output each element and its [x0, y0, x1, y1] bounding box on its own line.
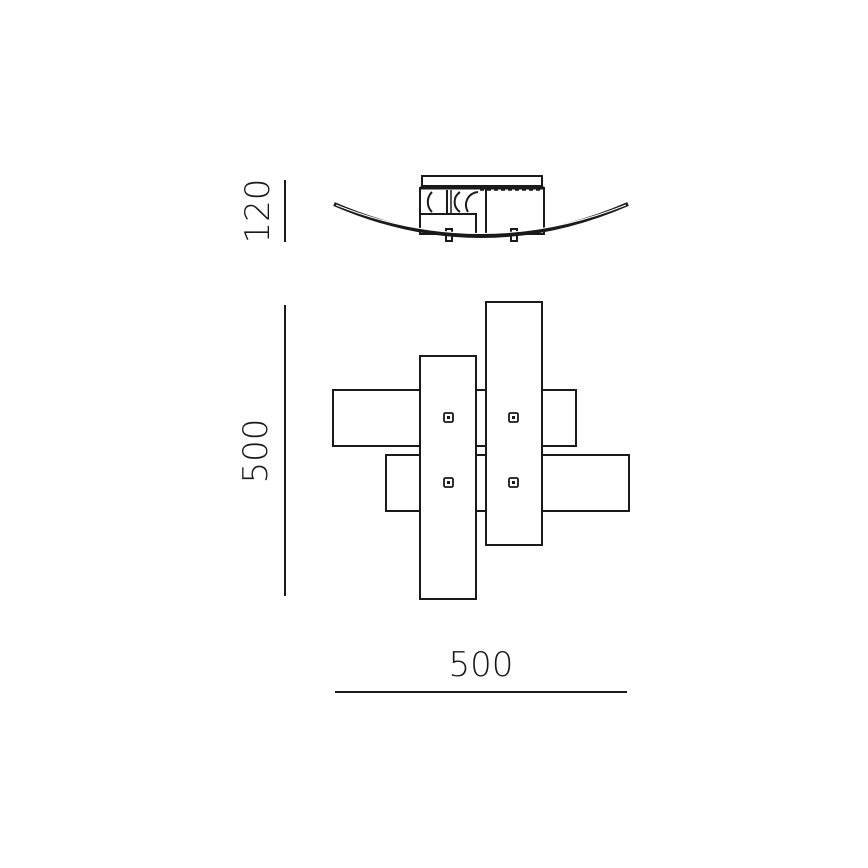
curved-glass — [333, 202, 629, 238]
vertical-panel-left — [419, 355, 477, 600]
fixing-point — [443, 412, 454, 423]
top-width-dimension-label: 500 — [449, 645, 514, 685]
fixing-point — [508, 412, 519, 423]
fixing-point — [508, 477, 519, 488]
top-view: 500 500 — [236, 301, 630, 693]
side-height-dimension-label: 120 — [238, 179, 278, 244]
side-view: 120 — [238, 175, 629, 244]
fixing-point — [443, 477, 454, 488]
bulb-curve-1 — [426, 191, 433, 213]
top-height-dimension-label: 500 — [236, 419, 276, 484]
vertical-panel-right — [485, 301, 543, 546]
curved-glass-inner — [335, 204, 627, 234]
center-connector — [475, 445, 487, 456]
bulb-curve-2 — [453, 191, 461, 213]
bulb-curve-3 — [465, 191, 479, 213]
canopy-plate — [421, 175, 543, 187]
housing-right — [485, 187, 545, 235]
